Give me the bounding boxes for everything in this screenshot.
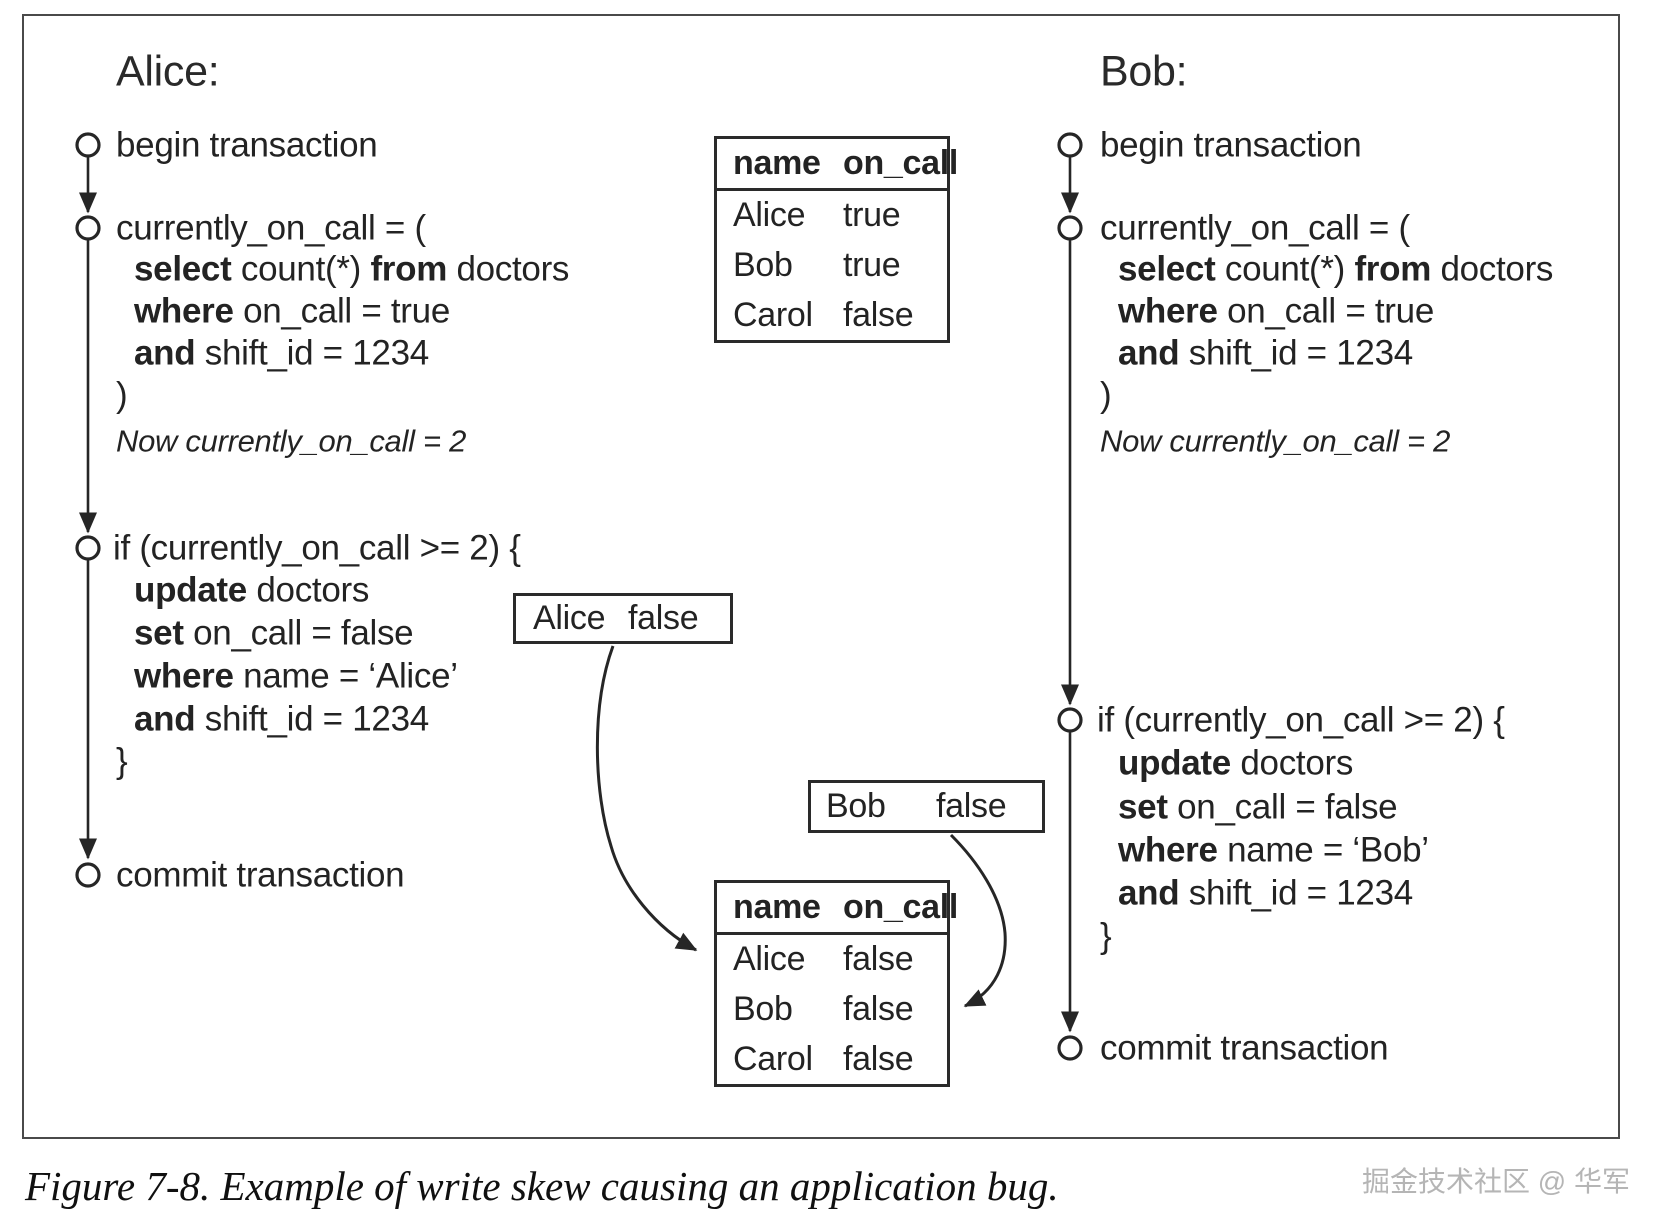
bob-line-close-paren: ) — [1100, 375, 1112, 415]
table-row: Alice true — [717, 191, 947, 241]
cell-name: Carol — [733, 295, 813, 334]
bob-line-select: select count(*) from doctors — [1118, 249, 1554, 289]
alice-column-title: Alice: — [116, 47, 220, 96]
write-value: false — [936, 787, 1007, 825]
cell-on-call: false — [843, 1039, 914, 1078]
alice-line-update: update doctors — [134, 570, 370, 610]
bob-line-and: and shift_id = 1234 — [1118, 333, 1413, 373]
cell-on-call: true — [843, 196, 901, 235]
alice-line-begin: begin transaction — [116, 125, 378, 165]
table-row: Bob false — [717, 985, 947, 1035]
cell-name: Bob — [733, 246, 793, 284]
cell-name: Alice — [733, 940, 806, 979]
bob-line-close-brace: } — [1100, 916, 1112, 956]
bob-note-count: Now currently_on_call = 2 — [1100, 423, 1451, 459]
bob-line-update: update doctors — [1118, 743, 1354, 783]
alice-line-where: where on_call = true — [134, 291, 450, 331]
alice-line-if: if (currently_on_call >= 2) { — [113, 528, 521, 568]
table-row: Carol false — [717, 1034, 947, 1084]
cell-on-call: false — [843, 295, 914, 334]
write-name: Alice — [533, 599, 606, 637]
alice-line-and: and shift_id = 1234 — [134, 333, 429, 373]
doctors-table-initial-header: name on_call — [717, 139, 958, 191]
doctors-table-final: name on_call Alice false Bob false Carol… — [714, 880, 958, 1087]
bob-line-where: where on_call = true — [1118, 291, 1434, 331]
bob-column-title: Bob: — [1100, 47, 1188, 96]
figure-caption: Figure 7-8. Example of write skew causin… — [25, 1163, 1059, 1209]
cell-name: Bob — [733, 990, 793, 1028]
doctors-table-final-header: name on_call — [717, 883, 958, 935]
alice-line-where-name: where name = ‘Alice’ — [134, 656, 458, 696]
alice-write-box: Alice false — [513, 593, 733, 644]
cell-on-call: false — [843, 990, 914, 1028]
col-header-name: name — [733, 888, 821, 926]
cell-on-call: true — [843, 246, 901, 284]
alice-line-close-brace: } — [116, 741, 128, 781]
alice-note-count: Now currently_on_call = 2 — [116, 423, 467, 459]
bob-line-set: set on_call = false — [1118, 787, 1398, 827]
table-row: Carol false — [717, 290, 947, 340]
col-header-on-call: on_call — [843, 144, 959, 182]
bob-line-assign: currently_on_call = ( — [1100, 208, 1410, 248]
cell-on-call: false — [843, 940, 914, 979]
write-name: Bob — [826, 787, 886, 825]
watermark-text: 掘金技术社区 @ 华军 — [1362, 1166, 1630, 1197]
col-header-name: name — [733, 144, 821, 182]
bob-line-begin: begin transaction — [1100, 125, 1362, 165]
col-header-on-call: on_call — [843, 888, 959, 926]
alice-line-and-shift: and shift_id = 1234 — [134, 699, 429, 739]
alice-line-select: select count(*) from doctors — [134, 249, 570, 289]
doctors-table-initial: name on_call Alice true Bob true Carol f… — [714, 136, 958, 343]
alice-line-set: set on_call = false — [134, 613, 414, 653]
bob-line-if: if (currently_on_call >= 2) { — [1097, 700, 1505, 740]
alice-line-commit: commit transaction — [116, 855, 405, 895]
bob-line-commit: commit transaction — [1100, 1028, 1389, 1068]
table-row: Alice false — [717, 935, 947, 985]
table-row: Bob true — [717, 241, 947, 291]
bob-line-where-name: where name = ‘Bob’ — [1118, 830, 1429, 870]
cell-name: Carol — [733, 1039, 813, 1078]
bob-write-box: Bob false — [808, 780, 1045, 833]
write-value: false — [628, 599, 699, 637]
bob-line-and-shift: and shift_id = 1234 — [1118, 873, 1413, 913]
alice-line-assign: currently_on_call = ( — [116, 208, 426, 248]
alice-line-close-paren: ) — [116, 375, 128, 415]
cell-name: Alice — [733, 196, 806, 235]
